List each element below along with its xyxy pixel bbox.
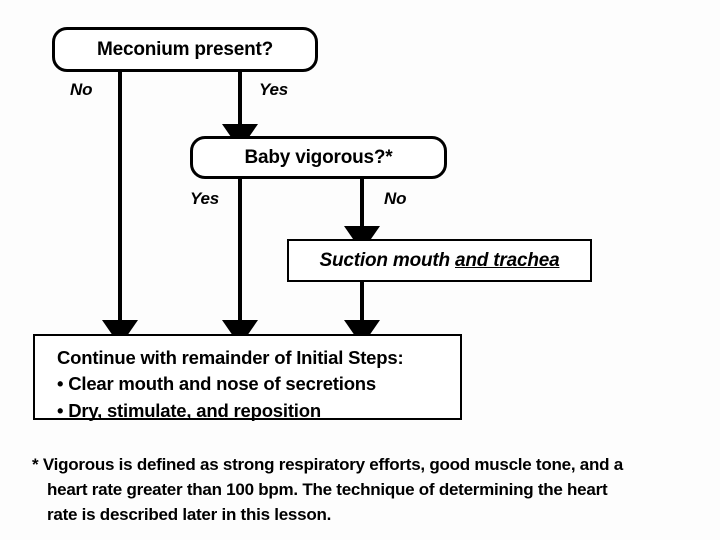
node-continue-initial-steps[interactable]: Continue with remainder of Initial Steps… [33,334,462,421]
edge-label-meconium-no: No [70,80,93,99]
node-vigorous-label: Baby vigorous?* [244,146,393,168]
node-meconium-label: Meconium present? [96,38,274,60]
continue-line-bullet-2: • Dry, stimulate, and reposition [57,399,321,421]
edge-label-vigorous-yes: Yes [190,189,220,208]
edge-label-vigorous-no: No [384,189,407,208]
footnote: * Vigorous is defined as strong respirat… [32,452,692,527]
continue-line-heading: Continue with remainder of Initial Steps… [57,347,404,368]
footnote-line-1: * Vigorous is defined as strong respirat… [32,455,623,474]
node-suction-label-underlined: and trachea [455,249,560,271]
footnote-line-2: heart rate greater than 100 bpm. The tec… [47,480,608,499]
node-meconium-present[interactable]: Meconium present? [52,27,318,72]
continue-line-bullet-1: • Clear mouth and nose of secretions [57,373,376,395]
edge-label-meconium-yes: Yes [259,80,289,99]
node-suction-label-prefix: Suction mouth [319,249,455,271]
node-suction-mouth-trachea[interactable]: Suction mouth and trachea [287,239,592,282]
node-baby-vigorous[interactable]: Baby vigorous?* [190,136,447,179]
footnote-line-3: rate is described later in this lesson. [47,505,332,524]
node-suction-label: Suction mouth and trachea [320,250,560,272]
